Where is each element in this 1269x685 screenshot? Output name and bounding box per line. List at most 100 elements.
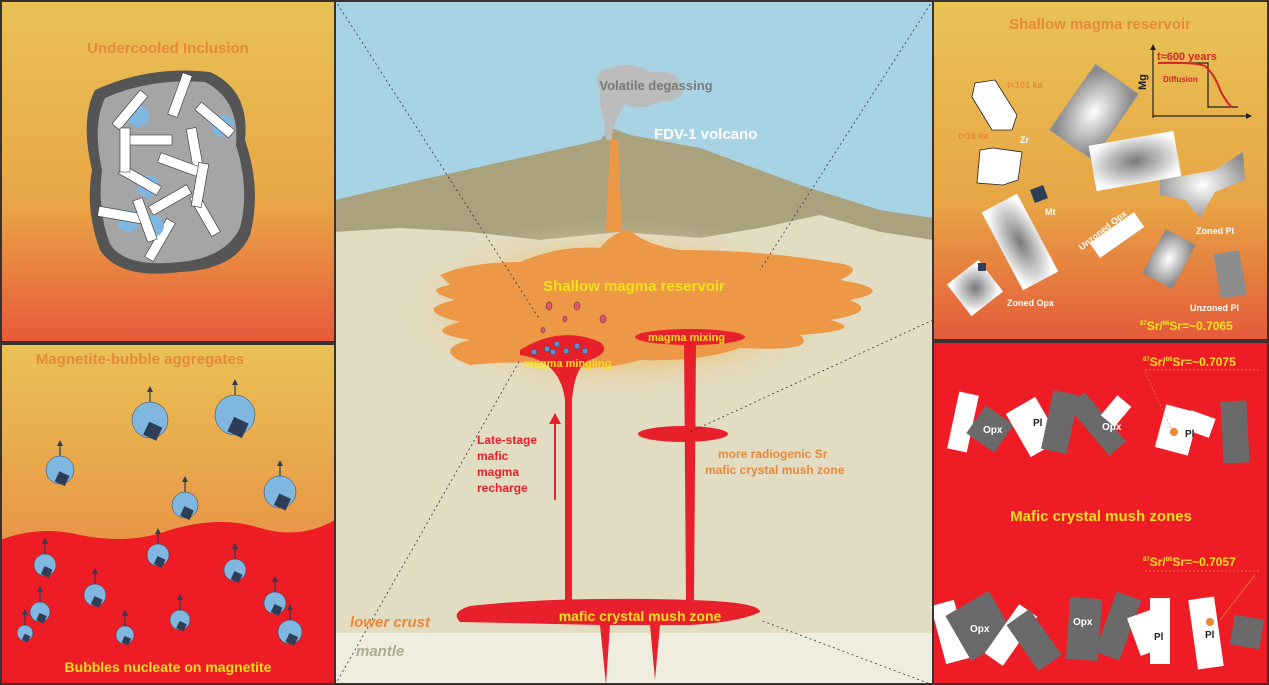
arrow-head-icon: [57, 440, 63, 446]
plagioclase-microlite: [132, 197, 158, 243]
magnetite-bubble-panel: Magnetite-bubble aggregates Bubbles nucl…: [0, 344, 335, 685]
magnetite-crystal: [40, 565, 53, 578]
inclusion-crystals: [97, 72, 236, 262]
magnetite-crystal: [285, 633, 299, 646]
opx-label: Opx: [1102, 422, 1122, 433]
arrow-head-icon: [272, 576, 278, 582]
magnetite-crystal: [273, 493, 291, 511]
arrow-head-icon: [122, 610, 128, 616]
zircon-crystal: [971, 79, 1018, 131]
magnetite-crystal: [21, 633, 31, 643]
recharge-label: Late-stage mafic magma recharge: [477, 433, 537, 495]
zoned-crystal: [1088, 130, 1182, 192]
diffusion-label: Diffusion: [1163, 75, 1198, 84]
volcano-edifice: [335, 128, 933, 240]
plagioclase-microlite: [194, 101, 236, 139]
magnetite-crystal: [180, 506, 194, 520]
magnetite-crystal: [227, 416, 249, 439]
magnetite-crystal: [978, 263, 986, 271]
arrow-head-icon: [549, 413, 561, 424]
reservoir-label: Shallow magma reservoir: [543, 278, 725, 295]
magnetite-crystal: [1030, 185, 1048, 203]
opx-label: Opx: [970, 624, 990, 635]
unzoned-pl-crystal: [1213, 250, 1247, 299]
pl-label: Pl: [1154, 632, 1164, 643]
plagioclase-microlite: [167, 72, 193, 118]
unzoned-opx-crystal: [1089, 212, 1145, 258]
lower-crust-label: lower crust: [350, 614, 431, 631]
svg-text:more radiogenic Sr: more radiogenic Sr: [718, 447, 828, 461]
mafic-mush-title: Mafic crystal mush zones: [1010, 508, 1192, 525]
mush-zone-label: mafic crystal mush zone: [559, 608, 722, 624]
arrow-head-icon: [22, 609, 28, 615]
plagioclase-microlite: [119, 127, 131, 173]
magnetite-bubble-title: Magnetite-bubble aggregates: [36, 351, 244, 368]
plagioclase-microlite: [127, 134, 173, 146]
center-panel: Volatile degassing FDV-1 volcano Shallow…: [334, 0, 934, 685]
plagioclase-microlite: [190, 162, 210, 208]
arrow-head-icon: [277, 460, 283, 466]
radiogenic-label: more radiogenic Sr mafic crystal mush zo…: [705, 447, 845, 477]
magnetite-crystal: [153, 555, 166, 568]
volcano-label: FDV-1 volcano: [654, 126, 757, 143]
zoned-opx-crystal: [946, 259, 1004, 317]
mafic-mush-panel: Opx Pl Opx Pl 87Sr/86Sr=~0.7075 Mafic cr…: [930, 342, 1269, 685]
svg-text:recharge: recharge: [477, 481, 528, 495]
arrow-head-icon: [177, 594, 183, 600]
opx-label: Opx: [983, 425, 1003, 436]
arrow-head-icon: [232, 543, 238, 549]
mantle-layer: [335, 633, 933, 685]
mixing-label: magma mixing: [648, 332, 725, 344]
plagioclase-microlite: [148, 184, 192, 216]
magnetite-crystal: [230, 570, 243, 583]
shallow-reservoir-title: Shallow magma reservoir: [1009, 16, 1191, 33]
sr-ratio-upper: 87Sr/86Sr=~0.7075: [1143, 355, 1236, 369]
mafic-mush-zone: [456, 598, 760, 685]
zoned-pl-crystal: [1160, 152, 1245, 218]
zoned-pl-label: Zoned Pl: [1196, 226, 1234, 236]
radiogenic-mush-lens: [638, 426, 728, 442]
arrow-head-icon: [147, 386, 153, 392]
mixing-lens: [635, 329, 745, 345]
diffusion-plot: t≈600 years Diffusion Mg: [1137, 44, 1252, 119]
arrow-head-icon: [155, 528, 161, 534]
t101-label: t≈101 ka: [1007, 80, 1043, 90]
arrow-head-icon: [182, 476, 188, 482]
magnetite-crystal: [90, 595, 103, 608]
zoned-opx-crystal: [981, 193, 1059, 291]
t16-label: t≈16 ka: [958, 131, 989, 141]
arrow-head-icon: [287, 604, 293, 610]
mingling-blobs: [530, 340, 589, 356]
mush-crystals-lower: Opx Opx Pl Pl: [930, 590, 1265, 671]
bubbles-caption: Bubbles nucleate on magnetite: [65, 659, 272, 675]
shallow-reservoir-panel: Shallow magma reservoir t≈600 years Diff…: [933, 0, 1269, 340]
zoned-crystal: [1142, 228, 1196, 290]
rising-droplets: [540, 301, 607, 334]
svg-text:Late-stage: Late-stage: [477, 433, 537, 447]
arrow-head-icon: [37, 586, 43, 592]
svg-text:mafic crystal mush zone: mafic crystal mush zone: [705, 463, 845, 477]
volatile-plume: [596, 64, 683, 140]
pl-label: Pl: [1205, 630, 1215, 641]
magnetite-crystal: [36, 612, 47, 624]
zoned-crystal: [1049, 63, 1139, 161]
mingling-label: magma mingling: [524, 358, 611, 370]
opx-label: Opx: [1073, 617, 1093, 628]
pl-label: Pl: [1033, 418, 1043, 429]
undercooled-inclusion-panel: Undercooled Inclusion: [0, 0, 335, 342]
mush-crystals-upper: Opx Pl Opx Pl: [947, 389, 1250, 464]
zoned-opx-label: Zoned Opx: [1007, 298, 1054, 308]
arrow-head-icon: [232, 379, 238, 385]
melt-layer: [0, 520, 335, 685]
svg-text:mafic: mafic: [477, 449, 509, 463]
magnetite-crystal: [54, 471, 70, 487]
mt-label: Mt: [1045, 207, 1056, 217]
magnetite-crystal: [143, 421, 163, 441]
magnetite-crystal: [121, 635, 132, 646]
sr-ratio-lower: 87Sr/86Sr=~0.7057: [1143, 555, 1236, 569]
sr-ratio-shallow: 87Sr/86Sr=~0.7065: [1140, 319, 1233, 333]
unzoned-pl-label: Unzoned Pl: [1190, 303, 1239, 313]
bubble-aggregates: [16, 379, 303, 646]
plagioclase-microlite: [111, 89, 149, 131]
